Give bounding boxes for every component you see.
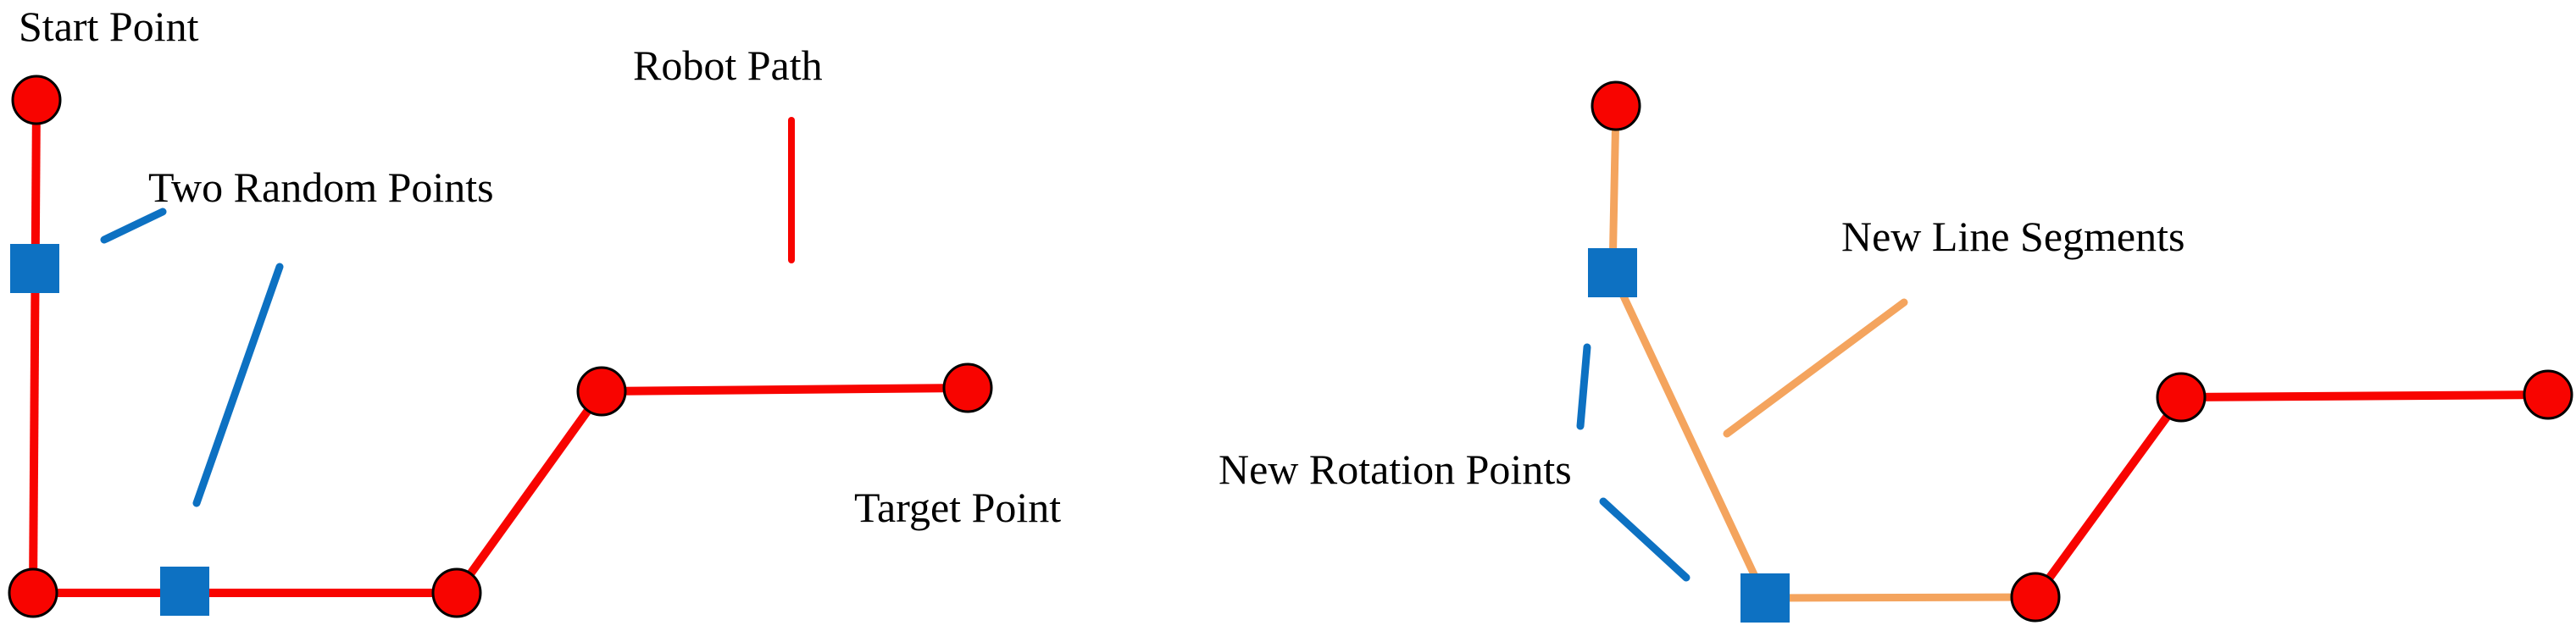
- robot-path-top-horizontal-segment: [601, 384, 969, 396]
- new-rotation-points-label: New Rotation Points: [1219, 446, 1572, 493]
- robot-path-start-vertical-segment: [29, 99, 41, 594]
- start-point-circle: [11, 75, 62, 125]
- new-line-segment-diagonal: [1608, 271, 1769, 600]
- new-path-bottom-circle: [2010, 572, 2061, 623]
- mid-upper-path-circle: [576, 366, 627, 417]
- robot-path-right-diagonal-segment: [2031, 395, 2185, 600]
- new-line-segment-top: [1608, 105, 1620, 274]
- new-rotation-points-pointer-line-upper: [1576, 343, 1591, 430]
- bottom-left-corner-circle: [8, 567, 58, 618]
- random-point-square-2: [160, 567, 209, 616]
- right-end-path-circle: [2523, 369, 2573, 420]
- new-line-segments-label: New Line Segments: [1841, 213, 2185, 260]
- new-line-segment-bottom-horizontal: [1764, 593, 2036, 602]
- two-random-points-pointer-line-upper: [100, 208, 167, 244]
- target-point-circle: [942, 363, 993, 413]
- robot-path-diagonal-segment: [452, 389, 606, 595]
- right-mid-path-circle: [2156, 372, 2207, 423]
- target-point-label: Target Point: [854, 484, 1062, 531]
- robot-path-label: Robot Path: [633, 42, 823, 89]
- two-random-points-pointer-line-lower: [192, 263, 284, 507]
- bottom-mid-path-circle: [431, 567, 482, 618]
- random-point-square-1: [10, 244, 59, 293]
- new-rotation-point-square-2: [1740, 573, 1790, 623]
- start-point-label: Start Point: [19, 3, 199, 50]
- new-rotation-points-pointer-line-lower: [1599, 497, 1690, 582]
- new-rotation-point-square-1: [1588, 248, 1637, 297]
- two-random-points-label: Two Random Points: [148, 163, 494, 211]
- new-line-segments-pointer-line: [1723, 298, 1908, 438]
- new-path-top-circle: [1591, 80, 1641, 131]
- robot-path-right-horizontal-segment: [2180, 390, 2549, 401]
